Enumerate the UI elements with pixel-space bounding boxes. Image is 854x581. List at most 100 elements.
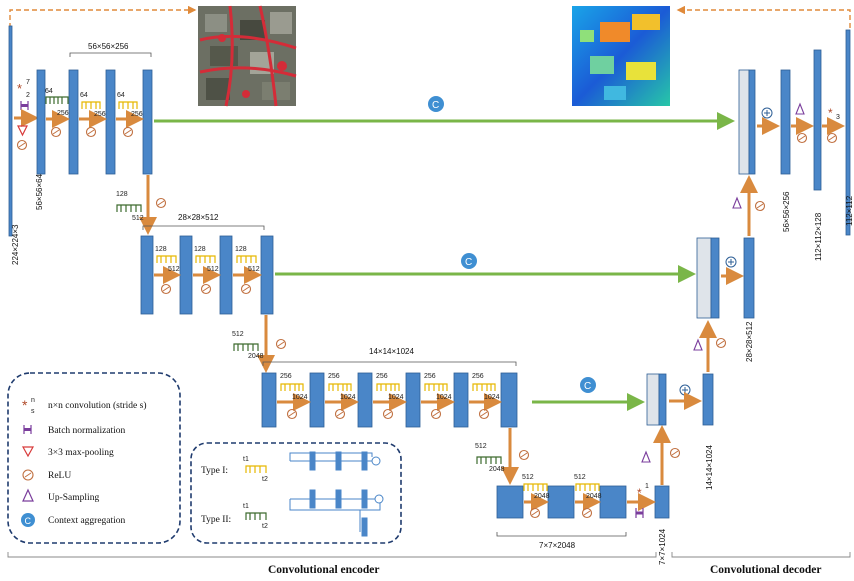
stage2-block: [260, 235, 274, 315]
svg-text:512: 512: [168, 266, 180, 273]
legend-upsample: Up-Sampling: [48, 493, 99, 503]
context-icon: C: [580, 377, 596, 393]
stage2-block: [219, 235, 233, 315]
stage3-block: [453, 372, 469, 428]
svg-text:512: 512: [248, 266, 260, 273]
svg-text:3: 3: [836, 114, 840, 121]
stage1-input-block: [36, 69, 46, 175]
svg-text:*: *: [828, 106, 833, 120]
relu-icon: [22, 469, 34, 481]
relu-icon: [16, 139, 28, 151]
relu-icon: [715, 337, 727, 349]
svg-text:1024: 1024: [340, 394, 356, 401]
stage2-size: 28×28×512: [178, 213, 219, 222]
relu-icon: [669, 447, 681, 459]
legend-maxpool: 3×3 max-pooling: [48, 448, 114, 458]
dec-block-14: [702, 373, 714, 426]
relu-icon: [200, 283, 212, 295]
legend-context: Context aggregation: [48, 516, 126, 526]
relu-icon: [85, 126, 97, 138]
legend: * n s n×n convolution (stride s) Batch n…: [7, 372, 181, 544]
dec112a-dim: 112×112×128: [814, 212, 823, 261]
context-icon: C: [21, 513, 35, 527]
type1-block-icon: [195, 255, 216, 263]
svg-text:2048: 2048: [248, 353, 264, 360]
svg-text:1024: 1024: [292, 394, 308, 401]
svg-text:512: 512: [232, 331, 244, 338]
relu-icon: [754, 200, 766, 212]
stage2-block: [140, 235, 154, 315]
concat-block-56: [748, 69, 756, 175]
svg-text:C: C: [465, 257, 472, 268]
stem-ops: * 7 2: [14, 79, 39, 151]
block-label: 256: [57, 110, 69, 117]
conv-icon: *: [17, 81, 22, 96]
add-icon: [761, 107, 773, 119]
svg-text:1024: 1024: [484, 394, 500, 401]
stage3-brace: [262, 361, 517, 366]
enc-output-dim: 7×7×1024: [658, 528, 667, 565]
output-bar: [845, 29, 851, 236]
svg-text:128: 128: [235, 246, 247, 253]
svg-text:1024: 1024: [388, 394, 404, 401]
upsample-icon: [732, 196, 742, 209]
relu-icon: [518, 449, 530, 461]
concat-block-28: [710, 237, 720, 319]
decoder-brace: [671, 552, 851, 558]
dec28-dim: 28×28×512: [745, 321, 754, 362]
input-dim: 224×224×3: [11, 224, 20, 265]
svg-text:512: 512: [574, 474, 586, 481]
dec-block-112: [813, 49, 822, 191]
stage4-output-block: [654, 485, 670, 519]
conv-icon: *: [22, 397, 28, 413]
upsample-icon: [641, 450, 651, 463]
svg-text:128: 128: [155, 246, 167, 253]
type2-block-icon: [476, 456, 502, 464]
legend-conv: n×n convolution (stride s): [48, 400, 147, 411]
encoder-brace: [7, 552, 657, 558]
batchnorm-icon: [23, 425, 32, 434]
relu-icon: [826, 132, 838, 144]
type2-block-icon: [245, 512, 267, 520]
type1-label: Type I:: [201, 466, 228, 476]
svg-text:256: 256: [472, 373, 484, 380]
dec14-dim: 14×14×1024: [705, 445, 714, 490]
block-label: 64: [80, 92, 88, 99]
concat-block-28: [696, 237, 712, 319]
output-height-map: [572, 6, 670, 106]
stage3-block: [500, 372, 518, 428]
stage3-block: [309, 372, 325, 428]
stage1-ops: 64 256 64 256 64 256: [45, 88, 144, 138]
stage3-size: 14×14×1024: [369, 347, 414, 356]
maxpool-icon: [21, 446, 35, 458]
stage4-block: [496, 485, 524, 519]
type1-block-icon: [245, 465, 267, 473]
svg-text:256: 256: [328, 373, 340, 380]
concat-block-56: [738, 69, 750, 175]
dec56-dim: 56×56×256: [782, 191, 791, 232]
block-label: 256: [131, 111, 143, 118]
upsample-icon: [22, 488, 34, 502]
stage1-block: [142, 69, 153, 175]
upsample-icon: [795, 102, 805, 115]
upsample-icon: [693, 338, 703, 351]
stage2-brace: [142, 225, 265, 230]
encoder-title: Convolutional encoder: [268, 564, 380, 576]
svg-text:512: 512: [475, 443, 487, 450]
relu-icon: [50, 126, 62, 138]
relu-icon: [240, 283, 252, 295]
context-icon: C: [428, 96, 444, 112]
type1-block-icon: [236, 255, 257, 263]
stage1-size: 56×56×256: [88, 42, 129, 51]
maxpool-icon: [17, 125, 28, 137]
legend-relu: ReLU: [48, 471, 71, 481]
svg-text:512: 512: [207, 266, 219, 273]
type1-block-icon: [118, 101, 138, 109]
stage2-block: [179, 235, 193, 315]
stage1-brace: [69, 52, 152, 57]
block-label: 64: [117, 92, 125, 99]
svg-text:C: C: [25, 516, 32, 526]
